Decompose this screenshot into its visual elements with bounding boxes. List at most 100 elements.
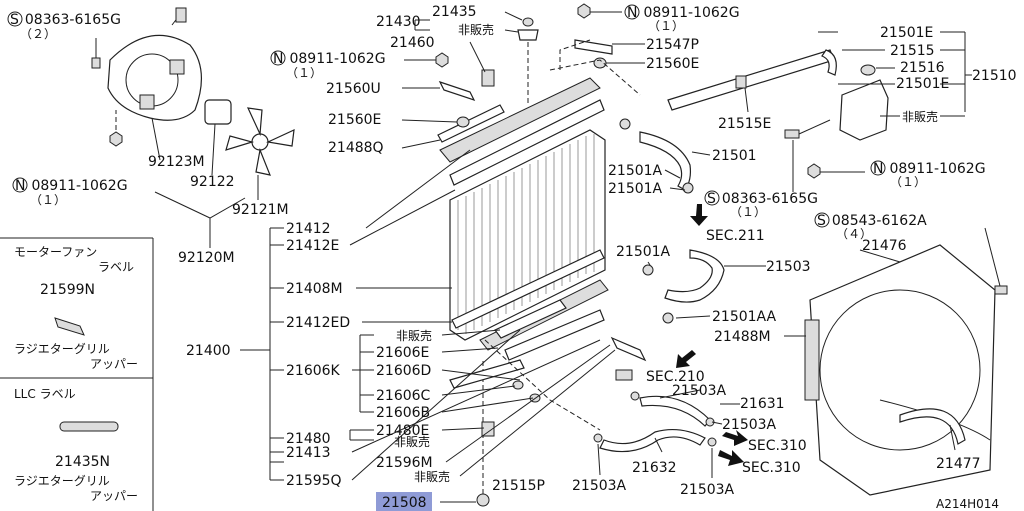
arrow-icon: [718, 450, 744, 466]
bracket-21606C: [449, 359, 525, 389]
fastener-qty: （１）: [286, 66, 322, 80]
part-label-21501: 21501: [712, 148, 757, 164]
not-sold-label: 非販売: [902, 109, 938, 124]
part-label-21412ED: 21412ED: [286, 315, 350, 331]
part-label-21460: 21460: [390, 35, 435, 51]
clip-21515E: [735, 75, 747, 89]
part-label-21480E: 21480E: [376, 423, 429, 439]
oil-cooler-assembly: [449, 299, 605, 437]
llc-label-title: LLC ラベル: [14, 387, 76, 401]
part-label-21503A: 21503A: [672, 383, 727, 399]
drain-plug: [481, 421, 495, 437]
nut-icon: [577, 3, 591, 19]
fastener-qty: （１）: [30, 193, 66, 207]
part-label-21488M: 21488M: [714, 329, 771, 345]
part-label-21476: 21476: [862, 238, 907, 254]
part-label-92123M: 92123M: [148, 154, 205, 170]
part-label-21515: 21515: [890, 43, 935, 59]
part-label-21501E: 21501E: [880, 25, 933, 41]
part-label-21560E: 21560E: [646, 56, 699, 72]
not-sold-label: 非販売: [458, 22, 494, 37]
radiator-fins: [457, 134, 595, 334]
part-label-21595Q: 21595Q: [286, 473, 342, 489]
fan-label-desc: ラジエターグリル: [14, 342, 110, 356]
fastener-qty: （１）: [648, 19, 684, 33]
seal-strip: [437, 104, 505, 143]
section-ref-label: SEC.210: [646, 369, 705, 385]
part-label-21547P: 21547P: [646, 37, 699, 53]
fan-shroud: [107, 34, 203, 121]
section-ref-label: SEC.310: [748, 438, 807, 454]
fan-label-sticker: [54, 317, 85, 336]
part-label-21606K: 21606K: [286, 363, 341, 379]
fan-label-part-number: 21599N: [40, 282, 95, 298]
part-label-21606C: 21606C: [376, 388, 431, 404]
llc-label-sticker: [59, 421, 119, 432]
part-label-21515P: 21515P: [492, 478, 545, 494]
mount-rubber: [456, 116, 470, 128]
fastener-qty: （１）: [890, 175, 926, 189]
bracket-21515P: [615, 369, 633, 381]
nut-icon: [435, 52, 449, 68]
fan-label-title-2: ラベル: [98, 260, 134, 274]
radiator-top-seal: [449, 99, 605, 186]
fan-shroud-right: [804, 227, 1008, 496]
part-label-21501E: 21501E: [896, 76, 949, 92]
section-arrows: [676, 204, 748, 466]
part-label-21477: 21477: [936, 456, 981, 472]
leader-lines: [240, 11, 972, 503]
part-label-21412: 21412: [286, 221, 331, 237]
radiator-core: [437, 77, 609, 507]
part-label-21480: 21480: [286, 431, 331, 447]
not-sold-label: 非販売: [396, 328, 432, 343]
bracket-21560U: [438, 80, 476, 102]
part-label-21503A: 21503A: [572, 478, 627, 494]
reservoir-cap: [860, 64, 876, 76]
part-label-21400: 21400: [186, 343, 231, 359]
part-label-21413: 21413: [286, 445, 331, 461]
section-ref-label: SEC.211: [706, 228, 765, 244]
fan-blade: [225, 107, 295, 176]
fitting: [610, 336, 647, 362]
part-label-21560E: 21560E: [328, 112, 381, 128]
part-label-21503A: 21503A: [722, 417, 777, 433]
part-label-21631: 21631: [740, 396, 785, 412]
part-label-21560U: 21560U: [326, 81, 381, 97]
drain-cock: [476, 493, 490, 507]
fastener-qty: （４）: [836, 227, 872, 241]
part-label-21430: 21430: [376, 14, 421, 30]
part-label-21516: 21516: [900, 60, 945, 76]
part-label-21510: 21510: [972, 68, 1017, 84]
fan-label-title: モーターファン: [14, 245, 97, 259]
fan-shroud-grille: [169, 59, 185, 75]
arrow-icon: [676, 350, 696, 368]
part-label-21596M: 21596M: [376, 455, 433, 471]
part-label-92122: 92122: [190, 174, 235, 190]
part-label-92120M: 92120M: [178, 250, 235, 266]
part-label-21435: 21435: [432, 4, 477, 20]
upper-hose-assembly: [619, 49, 889, 194]
diagram-code: A214H014: [936, 497, 999, 511]
llc-label-desc-2: アッパー: [90, 489, 138, 503]
shroud-seal-21488M: [804, 319, 820, 401]
bracket-21547P: [574, 39, 613, 55]
part-label-21488Q: 21488Q: [328, 140, 384, 156]
part-label-21515E: 21515E: [718, 116, 771, 132]
llc-label-desc: ラジエターグリル: [14, 474, 110, 488]
part-label-21632: 21632: [632, 460, 677, 476]
bolt-icon: [784, 129, 800, 139]
heater-hose-21631: [639, 395, 711, 427]
part-label-21408M: 21408M: [286, 281, 343, 297]
part-label-92121M: 92121M: [232, 202, 289, 218]
lower-hose: [664, 249, 725, 303]
oil-cooler-bar: [494, 299, 567, 339]
bolt-icon: [994, 285, 1008, 295]
cap-seal: [522, 17, 534, 27]
part-label-21606D: 21606D: [376, 363, 431, 379]
radiator-top-fittings: [435, 3, 641, 128]
